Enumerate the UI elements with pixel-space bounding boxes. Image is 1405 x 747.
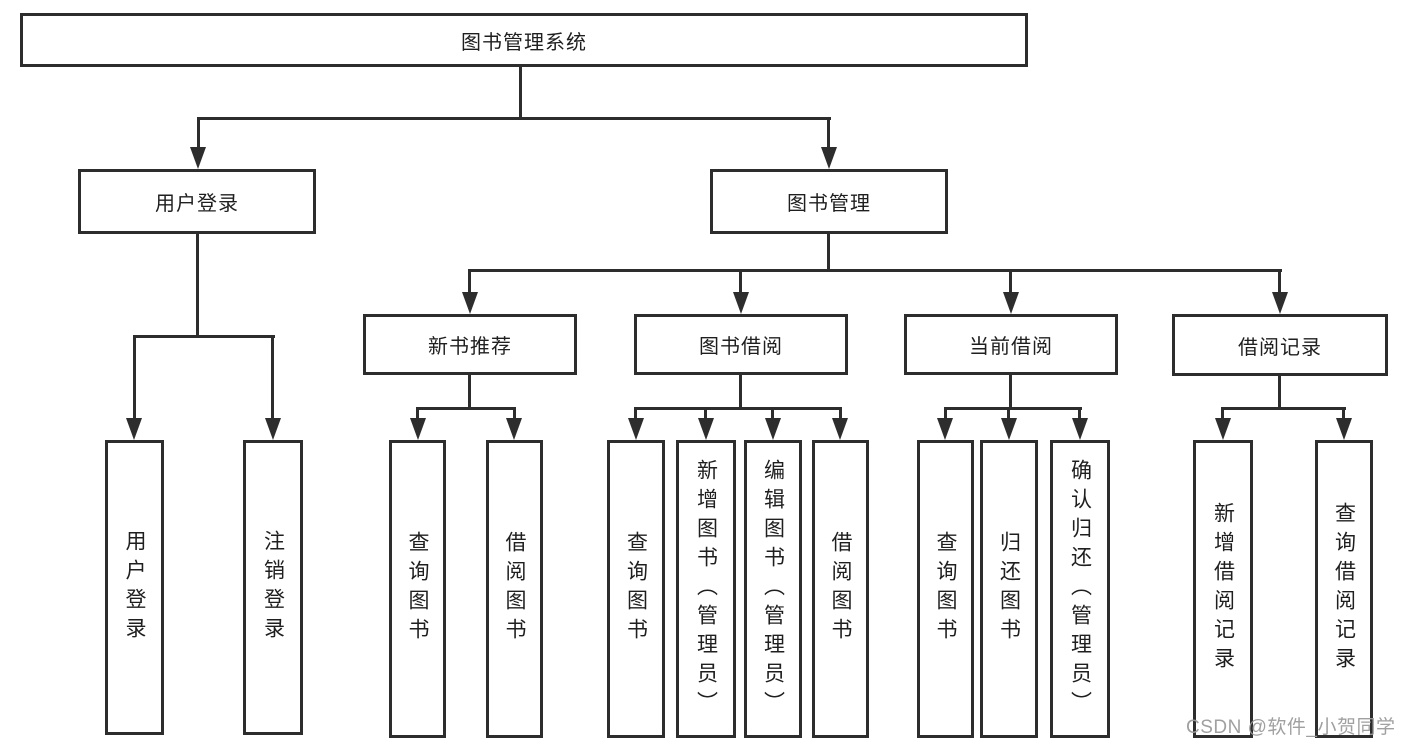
leaf-label: 查询图书: [934, 531, 957, 647]
connector-vline: [1009, 375, 1012, 410]
leaf-label: 确认归还（管理员）: [1068, 458, 1092, 720]
node-user-login: 用户登录: [78, 169, 316, 234]
arrow-down-icon: [462, 292, 478, 314]
leaf-label: 借阅图书: [503, 531, 526, 647]
leaf-add-book-admin: 新增图书（管理员）: [676, 440, 736, 738]
leaf-borrow-books-a: 借阅图书: [486, 440, 543, 738]
arrow-down-icon: [1001, 418, 1017, 440]
leaf-label: 新增借阅记录: [1211, 502, 1235, 676]
leaf-label: 查询图书: [406, 531, 429, 647]
connector-vline: [739, 269, 742, 308]
node-label: 图书管理系统: [461, 31, 587, 54]
connector-vline: [196, 234, 199, 338]
arrow-down-icon: [410, 418, 426, 440]
arrow-down-icon: [733, 292, 749, 314]
node-label: 当前借阅: [969, 336, 1053, 358]
connector-vline: [827, 117, 830, 155]
connector-hline: [197, 117, 831, 120]
leaf-label: 编辑图书（管理员）: [761, 458, 785, 720]
connector-vline: [271, 335, 274, 428]
arrow-down-icon: [1072, 418, 1088, 440]
node-root: 图书管理系统: [20, 13, 1028, 67]
leaf-label: 注销登录: [261, 529, 285, 646]
connector-vline: [1009, 269, 1012, 308]
connector-hline: [1221, 407, 1346, 410]
arrow-down-icon: [628, 418, 644, 440]
connector-vline: [519, 67, 522, 119]
arrow-down-icon: [1003, 292, 1019, 314]
arrow-down-icon: [832, 418, 848, 440]
arrow-down-icon: [765, 418, 781, 440]
node-label: 借阅记录: [1238, 336, 1322, 359]
arrow-down-icon: [1336, 418, 1352, 440]
leaf-query-books-c: 查询图书: [917, 440, 974, 738]
connector-vline: [1278, 269, 1281, 308]
connector-hline: [469, 269, 1282, 272]
leaf-label: 借阅图书: [829, 531, 852, 647]
leaf-borrow-books-b: 借阅图书: [812, 440, 869, 738]
connector-hline: [944, 407, 1082, 410]
connector-vline: [739, 375, 742, 410]
arrow-down-icon: [698, 418, 714, 440]
node-current-borrowing: 当前借阅: [904, 314, 1118, 375]
connector-hline: [634, 407, 842, 410]
arrow-down-icon: [506, 418, 522, 440]
node-label: 用户登录: [155, 193, 239, 215]
connector-hline: [416, 407, 516, 410]
connector-vline: [197, 117, 200, 155]
arrow-down-icon: [126, 418, 142, 440]
arrow-down-icon: [190, 147, 206, 169]
leaf-query-books-b: 查询图书: [607, 440, 665, 738]
node-new-book-recommend: 新书推荐: [363, 314, 577, 375]
leaf-confirm-return-admin: 确认归还（管理员）: [1050, 440, 1110, 738]
connector-vline: [468, 375, 471, 410]
connector-vline: [133, 335, 136, 428]
leaf-query-books-a: 查询图书: [389, 440, 446, 738]
leaf-label: 用户登录: [123, 529, 146, 646]
node-borrowing-records: 借阅记录: [1172, 314, 1388, 376]
arrow-down-icon: [1272, 292, 1288, 314]
leaf-label: 查询图书: [624, 531, 648, 647]
connector-vline: [1278, 376, 1281, 410]
node-book-management: 图书管理: [710, 169, 948, 234]
arrow-down-icon: [937, 418, 953, 440]
connector-vline: [827, 234, 830, 272]
leaf-logout: 注销登录: [243, 440, 303, 735]
connector-hline: [133, 335, 275, 338]
leaf-label: 归还图书: [997, 531, 1021, 647]
node-label: 图书借阅: [699, 336, 783, 358]
arrow-down-icon: [1215, 418, 1231, 440]
leaf-add-borrow-record: 新增借阅记录: [1193, 440, 1253, 738]
leaf-query-borrow-record: 查询借阅记录: [1315, 440, 1373, 738]
node-label: 新书推荐: [428, 336, 512, 358]
arrow-down-icon: [265, 418, 281, 440]
node-book-borrowing: 图书借阅: [634, 314, 848, 375]
connector-vline: [468, 269, 471, 308]
watermark: CSDN @软件_小贺同学: [1186, 717, 1396, 738]
leaf-label: 查询借阅记录: [1332, 502, 1356, 676]
leaf-label: 新增图书（管理员）: [694, 458, 718, 720]
arrow-down-icon: [821, 147, 837, 169]
leaf-edit-book-admin: 编辑图书（管理员）: [744, 440, 802, 738]
node-label: 图书管理: [787, 193, 871, 215]
leaf-return-books: 归还图书: [980, 440, 1038, 738]
leaf-user-login: 用户登录: [105, 440, 164, 735]
